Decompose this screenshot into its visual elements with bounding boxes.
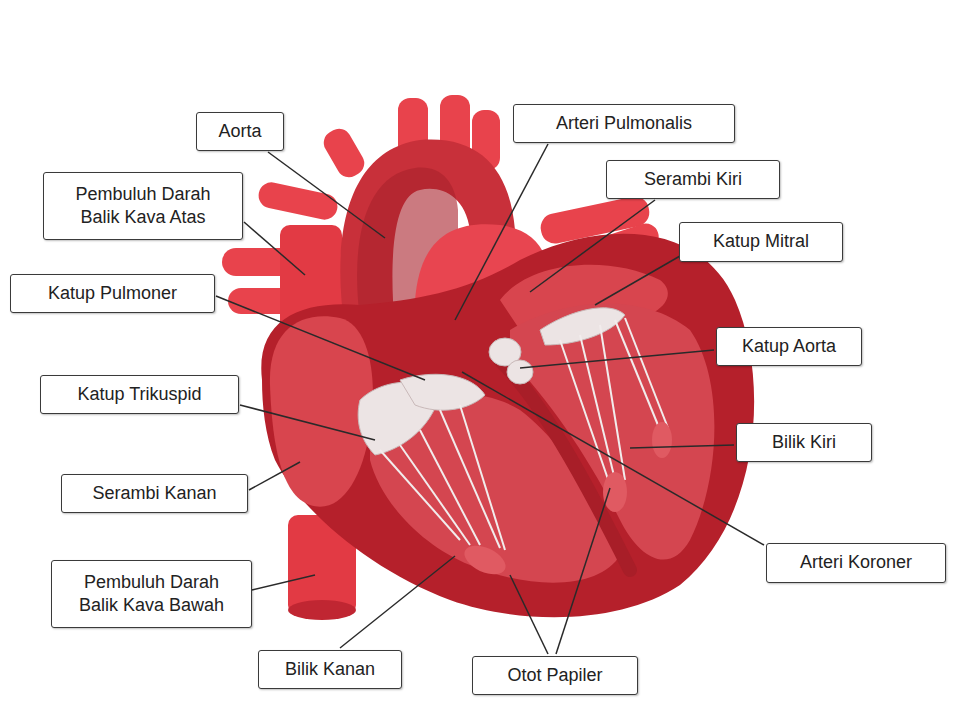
label-text: Katup Pulmoner (48, 282, 177, 305)
label-box: Pembuluh Darah Balik Kava Bawah (51, 560, 252, 628)
right-atrium (270, 316, 373, 506)
label-text: Katup Trikuspid (77, 383, 201, 406)
chordae (380, 318, 668, 550)
label-box: Katup Aorta (716, 327, 862, 366)
label-box: Aorta (196, 112, 284, 151)
label-box: Arteri Koroner (766, 543, 946, 583)
label-text: Pembuluh Darah Balik Kava Atas (54, 183, 232, 230)
label-text: Serambi Kanan (92, 482, 216, 505)
label-text: Serambi Kiri (644, 168, 742, 191)
papillary-muscles (460, 422, 672, 580)
label-box: Bilik Kiri (736, 423, 872, 462)
leader-lines (216, 144, 764, 654)
label-text: Katup Aorta (742, 335, 836, 358)
heart-body (261, 234, 754, 617)
label-text: Pembuluh Darah Balik Kava Bawah (62, 571, 241, 618)
label-text: Arteri Koroner (800, 551, 912, 574)
label-text: Otot Papiler (507, 664, 602, 687)
label-box: Katup Mitral (679, 222, 843, 262)
label-text: Arteri Pulmonalis (556, 112, 692, 135)
label-box: Otot Papiler (472, 656, 638, 695)
label-box: Pembuluh Darah Balik Kava Atas (43, 172, 243, 240)
label-box: Arteri Pulmonalis (513, 104, 735, 143)
label-text: Katup Mitral (713, 230, 809, 253)
label-box: Katup Pulmoner (10, 274, 215, 313)
label-text: Bilik Kanan (285, 658, 375, 681)
label-box: Katup Trikuspid (40, 375, 239, 414)
label-box: Serambi Kiri (606, 160, 780, 199)
label-text: Aorta (218, 120, 261, 143)
label-text: Bilik Kiri (772, 431, 836, 454)
valves (358, 308, 625, 455)
label-box: Bilik Kanan (258, 650, 402, 689)
label-box: Serambi Kanan (61, 474, 248, 513)
